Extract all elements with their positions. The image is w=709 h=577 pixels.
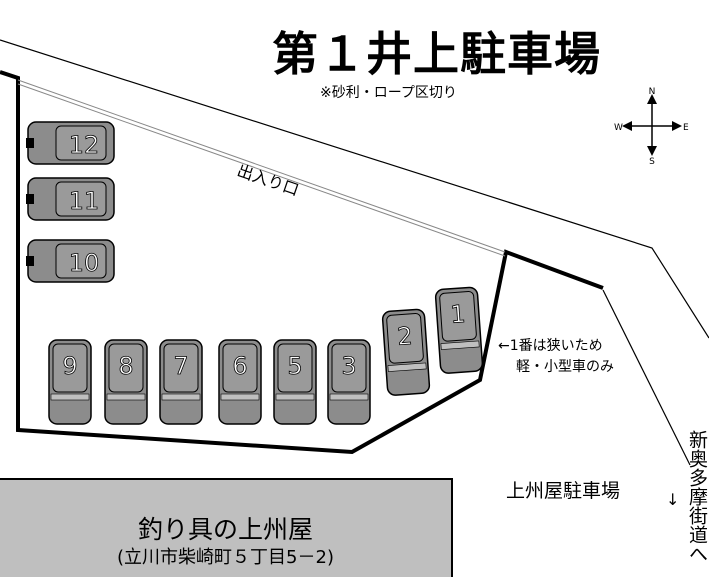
parking-spot-6: 6 [218, 339, 262, 425]
spot-number-10: 10 [69, 249, 100, 277]
spot-number-6: 6 [232, 352, 247, 380]
parking-spot-8: 8 [104, 339, 148, 425]
spot-1-note-line1: ←1番は狭いため [498, 338, 603, 354]
entrance-line-inner [17, 83, 506, 257]
page-title: 第１井上駐車場 [272, 27, 601, 81]
spot-number-11: 11 [69, 187, 100, 215]
down-arrow-icon: ↓ [666, 490, 680, 509]
spot-number-9: 9 [62, 352, 77, 380]
entrance-line-outer [17, 79, 506, 253]
compass-south-label: S [649, 157, 655, 166]
shop-building: 釣り具の上州屋 (立川市柴崎町５丁目5－2) [0, 478, 453, 577]
shop-name: 釣り具の上州屋 [137, 515, 313, 544]
spot-number-3: 3 [341, 352, 356, 380]
spot-number-12: 12 [69, 131, 100, 159]
entrance-label: 出入り口 [235, 161, 302, 200]
neighbor-parking-label: 上州屋駐車場 [506, 480, 621, 502]
spot-number-7: 7 [173, 352, 188, 380]
spot-number-5: 5 [287, 352, 302, 380]
parking-spot-10: 10 [26, 239, 115, 283]
parking-spot-1: 1 [434, 286, 484, 374]
parking-spot-2: 2 [381, 308, 431, 396]
parking-spot-5: 5 [273, 339, 317, 425]
road-label: 新奥多摩街道へ [686, 430, 708, 563]
surface-note: ※砂利・ロープ区切り [320, 85, 457, 101]
spot-number-8: 8 [118, 352, 133, 380]
road-edge-right [602, 289, 691, 466]
parking-spot-12: 12 [26, 121, 115, 165]
parking-spot-3: 3 [327, 339, 371, 425]
spot-1-note-line2: 軽・小型車のみ [516, 359, 614, 375]
parking-spot-9: 9 [48, 339, 92, 425]
parking-spot-11: 11 [26, 177, 115, 221]
compass-west-label: W [614, 123, 623, 133]
compass-north-label: N [649, 87, 656, 97]
compass-east-label: E [683, 123, 689, 133]
lot-boundary-left [0, 70, 604, 455]
compass-icon: N S W E [614, 87, 689, 166]
road-edge-top [0, 39, 709, 339]
shop-address: (立川市柴崎町５丁目5－2) [117, 547, 334, 568]
spot-number-1: 1 [449, 300, 466, 329]
spot-1-note: ←1番は狭いため 軽・小型車のみ [498, 336, 614, 378]
spot-number-2: 2 [396, 322, 413, 351]
parking-spot-7: 7 [159, 339, 203, 425]
